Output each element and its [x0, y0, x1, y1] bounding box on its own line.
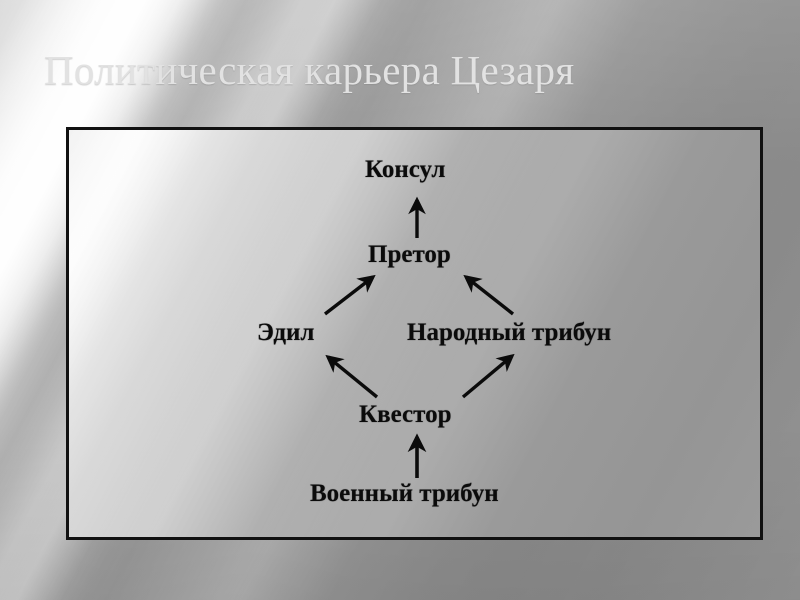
diagram-node-pretor: Претор [368, 241, 451, 268]
diagram-node-consul: Консул [365, 156, 446, 183]
diagram-node-kvestor: Квестор [359, 401, 452, 428]
diagram-node-edil: Эдил [257, 319, 315, 346]
diagram-node-voenny-tribun: Военный трибун [310, 480, 499, 507]
slide-title: Политическая карьера Цезаря [44, 47, 575, 93]
diagram-node-narodny-tribun: Народный трибун [407, 319, 612, 346]
